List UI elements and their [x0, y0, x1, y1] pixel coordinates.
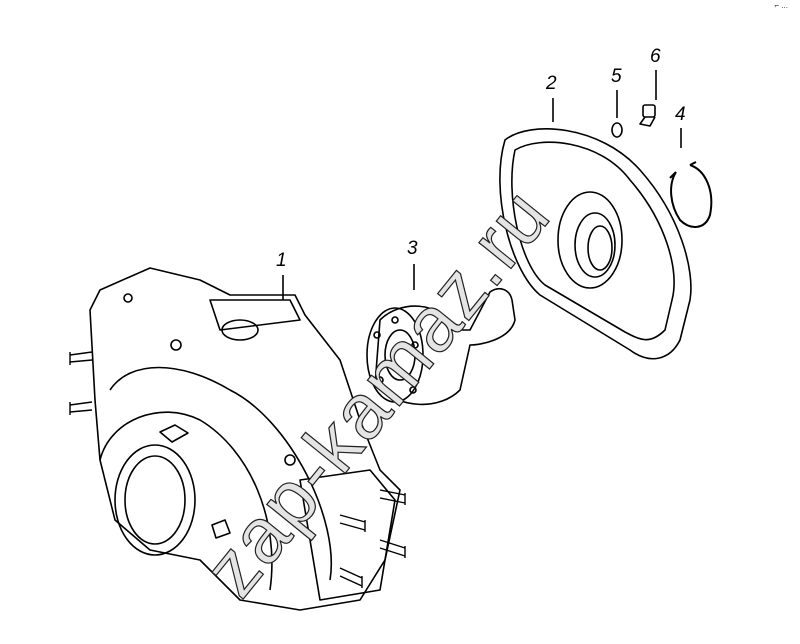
shaft-part [366, 288, 516, 406]
callout-4: 4 [675, 104, 686, 125]
callout-3: 3 [407, 238, 418, 259]
callout-2: 2 [546, 73, 557, 94]
leader-lines [282, 70, 682, 300]
washer-part [611, 122, 623, 138]
retaining-ring-part [669, 161, 713, 228]
callout-6: 6 [650, 46, 661, 67]
callout-1: 1 [276, 250, 287, 271]
bolt-part [639, 104, 656, 127]
housing-part [69, 267, 406, 611]
callout-5: 5 [611, 66, 622, 87]
cover-part [499, 128, 692, 360]
corner-mark: ⌐ ... [774, 1, 788, 10]
